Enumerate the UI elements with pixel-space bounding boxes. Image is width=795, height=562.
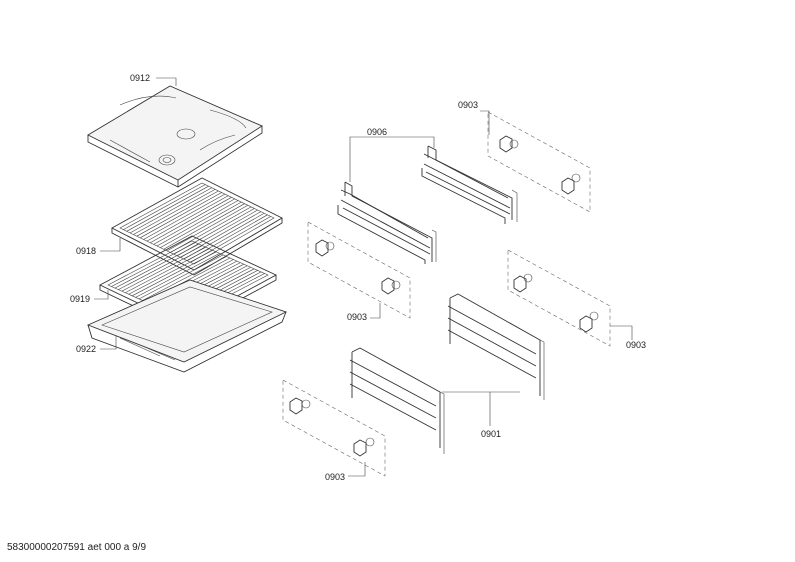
label-0919: 0919 [70, 294, 90, 304]
clip-set-bottom-part [282, 379, 386, 477]
cover-plate-part [87, 85, 263, 188]
side-rail-right-part [447, 293, 545, 400]
side-rail-left-part [349, 347, 445, 454]
document-code: 58300000207591 aet 000 a 9/9 [7, 542, 147, 553]
label-0918: 0918 [76, 246, 96, 256]
clip-set-mid-left-part [307, 221, 411, 319]
label-0922: 0922 [76, 344, 96, 354]
label-0903-mid-left: 0903 [347, 312, 367, 322]
label-0903-bottom: 0903 [325, 472, 345, 482]
label-0903-mid-right: 0903 [626, 340, 646, 350]
telescopic-rail-right-part [421, 145, 518, 224]
baking-tray-part [86, 279, 288, 373]
label-0901: 0901 [481, 429, 501, 439]
label-0906: 0906 [367, 127, 387, 137]
telescopic-rail-left-part [337, 181, 437, 264]
label-0903-top: 0903 [458, 100, 478, 110]
wire-rack-part [111, 177, 283, 276]
label-0912: 0912 [130, 73, 150, 83]
clip-set-top-part [487, 111, 591, 213]
clip-set-mid-right-part [507, 249, 611, 347]
